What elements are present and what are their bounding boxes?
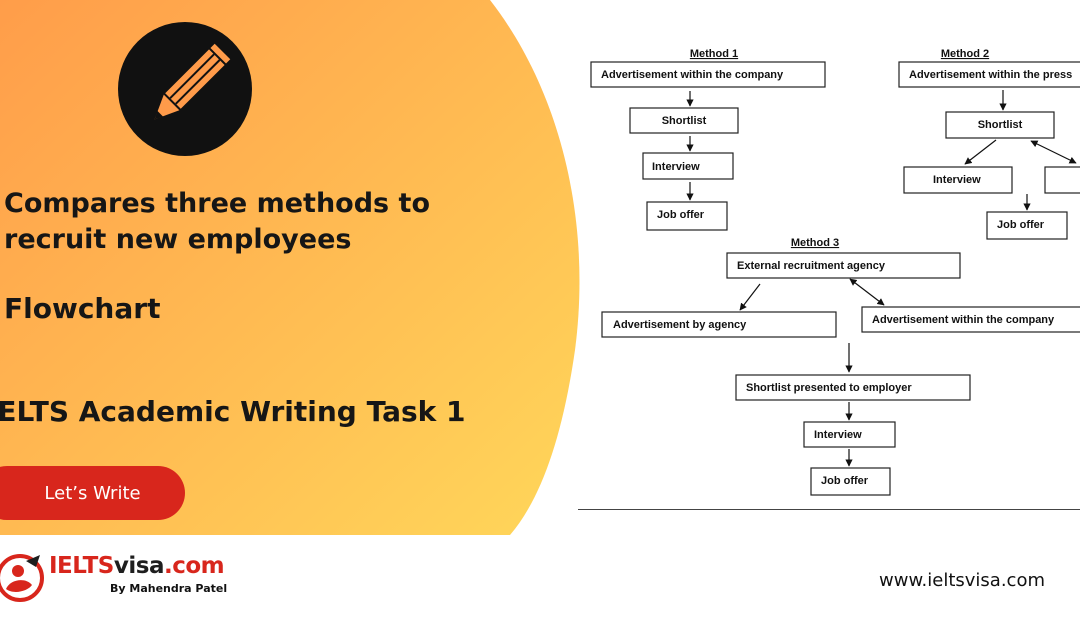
m2-step-4: Job offer: [997, 219, 1045, 231]
m2-title: Method 2: [941, 48, 989, 60]
m3-step-6: Job offer: [821, 475, 869, 487]
m1-title: Method 1: [690, 48, 738, 60]
ieltsvisa-logo-icon: [0, 554, 44, 602]
m2-arrow-3: [1030, 140, 1077, 164]
pencil-icon: [118, 22, 252, 156]
m1-step-3: Interview: [652, 161, 700, 173]
m1-step-2: Shortlist: [662, 115, 707, 127]
m3-box-joboffer: [810, 467, 891, 496]
m2-step-3: Interview: [933, 174, 981, 186]
m3-title: Method 3: [791, 237, 839, 249]
brand-ielts: IELTS: [49, 553, 114, 579]
m3-step-3: Advertisement within the company: [872, 314, 1055, 326]
m2-box-advert: [898, 61, 1080, 88]
m2-box-cut: [1044, 166, 1080, 194]
page-headline: Compares three methods to recruit new em…: [4, 188, 430, 255]
brand-wordmark[interactable]: IELTSvisa.com: [49, 553, 225, 579]
m1-box-joboffer: [646, 201, 728, 231]
website-url[interactable]: www.ieltsvisa.com: [879, 570, 1045, 591]
m3-step-1: External recruitment agency: [737, 260, 886, 272]
chart-type-label: Flowchart: [4, 292, 161, 325]
m1-step-1: Advertisement within the company: [601, 69, 784, 81]
m1-step-4: Job offer: [657, 209, 705, 221]
m3-box-adcompany: [861, 306, 1080, 333]
m1-box-interview: [642, 152, 734, 180]
m3-box-shortlist: [735, 374, 971, 401]
lets-write-button[interactable]: Let’s Write: [0, 466, 185, 520]
m2-box-joboffer: [986, 211, 1068, 240]
m2-step-1: Advertisement within the press: [909, 69, 1072, 81]
brand-visa: visa: [113, 553, 165, 579]
m3-box-interview: [803, 421, 896, 448]
flowchart-divider: [578, 509, 1080, 510]
m3-step-4: Shortlist presented to employer: [746, 382, 912, 394]
m3-step-2: Advertisement by agency: [613, 319, 747, 331]
m2-step-2: Shortlist: [978, 119, 1023, 131]
m3-box-agency: [726, 252, 961, 279]
m2-arrow-2: [964, 139, 997, 165]
brand-com: .com: [163, 553, 225, 579]
m3-arrow-1: [739, 283, 761, 311]
exam-task-label: IELTS Academic Writing Task 1: [0, 395, 466, 428]
m1-box-advert: [590, 61, 826, 88]
m3-step-5: Interview: [814, 429, 862, 441]
m3-box-adagency: [601, 311, 837, 338]
brand-byline: By Mahendra Patel: [110, 582, 228, 595]
m2-box-interview: [903, 166, 1013, 194]
m3-arrow-2: [849, 278, 885, 306]
m1-box-shortlist: [629, 107, 739, 134]
m2-box-shortlist: [945, 111, 1055, 139]
